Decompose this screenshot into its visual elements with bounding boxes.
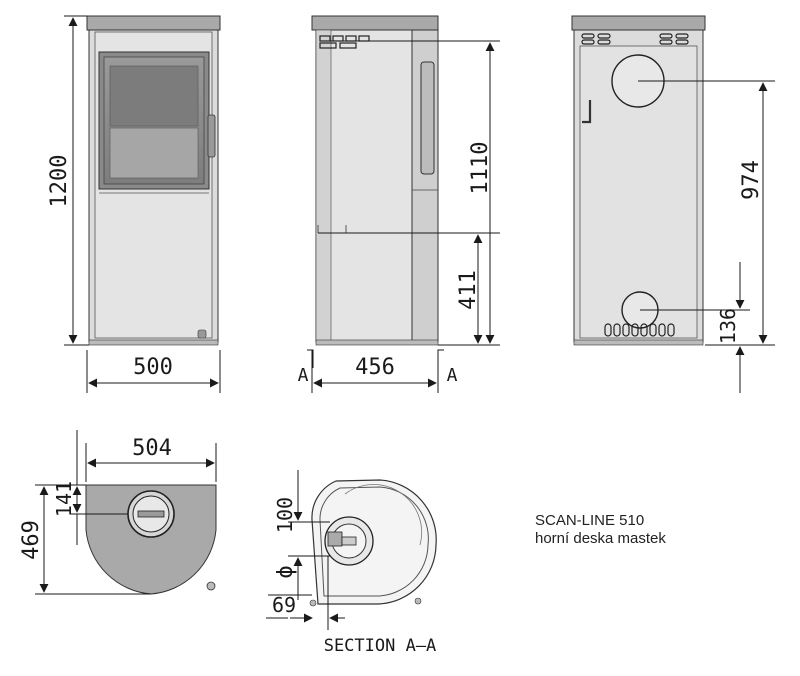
product-caption: SCAN-LINE 510 horní deska mastek <box>535 512 666 548</box>
rear-vent-slots <box>581 33 689 45</box>
front-width-label: 500 <box>133 355 173 380</box>
side-dimensions <box>307 40 500 393</box>
top-depth-label: 469 <box>19 520 44 560</box>
front-height-label: 1200 <box>47 155 72 208</box>
section-diameter-symbol: ϕ <box>273 565 298 578</box>
rear-view <box>571 15 706 346</box>
rear-lower-outlet-height-label: 136 <box>716 308 740 344</box>
front-view <box>86 15 221 346</box>
section-marker-right: A <box>447 365 458 386</box>
rear-bottom-slots <box>604 323 675 337</box>
section-marker-left: A <box>298 365 309 386</box>
section-offset-label: 69 <box>272 593 296 617</box>
top-flue-offset-label: 141 <box>52 481 76 517</box>
product-top-variant: horní deska mastek <box>535 530 666 547</box>
side-lower-height-label: 411 <box>456 270 481 310</box>
rear-handle <box>582 100 592 124</box>
rear-flue-height-label: 974 <box>739 160 764 200</box>
door-handle <box>207 114 216 158</box>
top-view <box>85 484 217 595</box>
section-title: SECTION A–A <box>324 636 437 656</box>
product-name: SCAN-LINE 510 <box>535 512 645 529</box>
front-dimensions <box>64 15 221 393</box>
side-width-label: 456 <box>355 355 395 380</box>
section-view <box>309 479 437 607</box>
section-diameter-label: 100 <box>273 497 297 533</box>
side-view <box>311 15 439 346</box>
side-door-profile <box>420 61 435 175</box>
top-width-label: 504 <box>132 436 172 461</box>
side-height-label: 1110 <box>468 142 493 195</box>
top-dimensions <box>35 430 217 595</box>
rear-dimensions <box>638 80 775 393</box>
section-dimensions <box>266 470 345 630</box>
